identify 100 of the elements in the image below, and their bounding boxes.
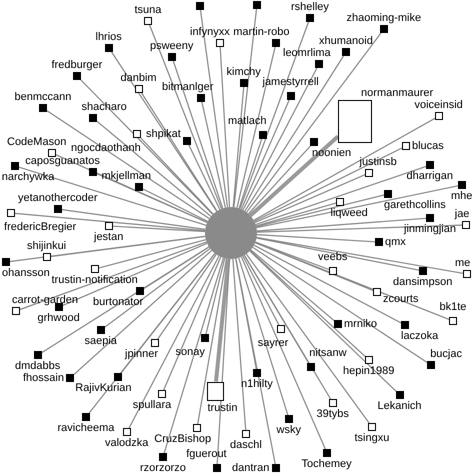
connector-line — [128, 256, 220, 428]
connector-line — [200, 10, 228, 208]
node-label: sonay — [176, 346, 205, 358]
node-label: trustin — [208, 402, 238, 414]
node-label: tsingxu — [354, 432, 390, 444]
connector-line — [256, 234, 376, 242]
connector-line — [248, 146, 311, 214]
connector-line — [188, 144, 220, 210]
connector-line — [238, 138, 262, 208]
node-label: leomrlima — [283, 47, 331, 59]
connector-line — [18, 166, 206, 226]
connector-line — [256, 236, 464, 274]
node-label: shijinkui — [27, 240, 66, 252]
connector-line — [254, 242, 374, 291]
node-label: blucas — [412, 140, 444, 152]
connector-line — [256, 194, 384, 228]
node-label: jestan — [94, 231, 124, 243]
node-label: sayrer — [258, 337, 288, 349]
node-label: ravicheema — [58, 422, 114, 434]
node-label: lhrios — [96, 31, 122, 43]
node-label: liqweed — [330, 207, 368, 219]
connector-line — [256, 185, 458, 228]
connector-line — [236, 46, 276, 208]
node-label: trustin-notification — [52, 274, 138, 286]
node-label: zhaoming-mike — [346, 12, 422, 24]
connector-line — [80, 80, 214, 215]
connector-line — [142, 188, 208, 222]
node-label: saepia — [84, 335, 117, 347]
connector-line — [104, 248, 211, 328]
node-label: danbim — [120, 72, 157, 84]
connector-line — [62, 242, 208, 306]
node-label: ngocdaothanh — [71, 142, 141, 154]
node-label: laczoka — [401, 330, 438, 342]
connector-line — [10, 236, 206, 262]
node-label: yetanothercoder — [18, 192, 98, 204]
connector-line — [140, 138, 214, 215]
connector-line — [256, 224, 462, 233]
node-label: CodeMason — [7, 136, 66, 148]
connector-line — [149, 24, 222, 210]
connector-line — [255, 242, 330, 270]
node-label: rshelley — [291, 1, 329, 13]
node-label: wsky — [276, 424, 301, 436]
node-label: qmx — [385, 236, 406, 248]
connector-line — [252, 246, 428, 363]
node-label: psweeny — [150, 40, 194, 52]
node-label: garethcollins — [384, 199, 446, 211]
node-label: voiceinsid — [414, 99, 463, 111]
node-label: Lekanich — [378, 400, 422, 412]
node-label: jae — [454, 208, 470, 220]
node-label: mrniko — [344, 318, 378, 330]
connector-line — [254, 242, 450, 320]
node-label: matlach — [228, 115, 267, 127]
connector-line — [205, 258, 226, 334]
connector-line — [96, 120, 212, 217]
connector-line — [120, 253, 216, 374]
node-label: xhumanoid — [319, 35, 373, 47]
node-label: 39tybs — [316, 408, 349, 420]
node-label: veebs — [318, 251, 348, 263]
connector-line — [232, 258, 246, 430]
node-label: valodzka — [105, 437, 148, 449]
hub-circle — [205, 207, 257, 259]
node-label: tsuna — [134, 4, 162, 16]
node-label: mkjellman — [102, 170, 152, 182]
connector-line — [214, 258, 230, 382]
connector-line — [233, 8, 258, 208]
node-label: bucjac — [430, 348, 462, 360]
node-label: carrot-garden — [12, 294, 78, 306]
connector-line — [239, 22, 310, 209]
node-label: fhossain — [23, 372, 64, 384]
node-label: fredericBregier — [4, 221, 76, 233]
node-label: jinmingjian — [404, 223, 456, 235]
node-label: narchywka — [2, 171, 54, 183]
node-label: rzorzorzo — [140, 462, 186, 474]
connector-line — [244, 255, 332, 400]
connector-line — [254, 147, 402, 222]
connector-line — [256, 218, 426, 232]
connector-line — [254, 244, 402, 324]
connector-line — [201, 102, 226, 208]
node-label: CruzBishop — [154, 433, 212, 445]
node-label: martin-robo — [233, 26, 290, 38]
node-label: jpinner — [125, 348, 158, 360]
connector-line — [235, 258, 276, 464]
connector-line — [216, 258, 230, 464]
node-label: dantran — [232, 462, 270, 474]
connector-line — [256, 237, 420, 271]
node-label: caposguanatos — [25, 155, 100, 167]
node-label: justinsb — [360, 156, 397, 168]
connector-line — [197, 258, 228, 424]
connector-line — [96, 173, 208, 224]
connector-line — [256, 202, 336, 226]
connector-line — [250, 249, 334, 322]
connector-line — [157, 254, 217, 340]
node-label: shacharo — [82, 101, 127, 113]
connector-line — [255, 166, 426, 226]
node-label: kimchy — [226, 66, 261, 78]
node-label: bitmanlger — [162, 81, 214, 93]
node-label: normanmaurer — [361, 86, 434, 98]
node-label: fredburger — [52, 59, 102, 71]
connector-line — [74, 250, 212, 375]
connector-line — [111, 52, 218, 212]
